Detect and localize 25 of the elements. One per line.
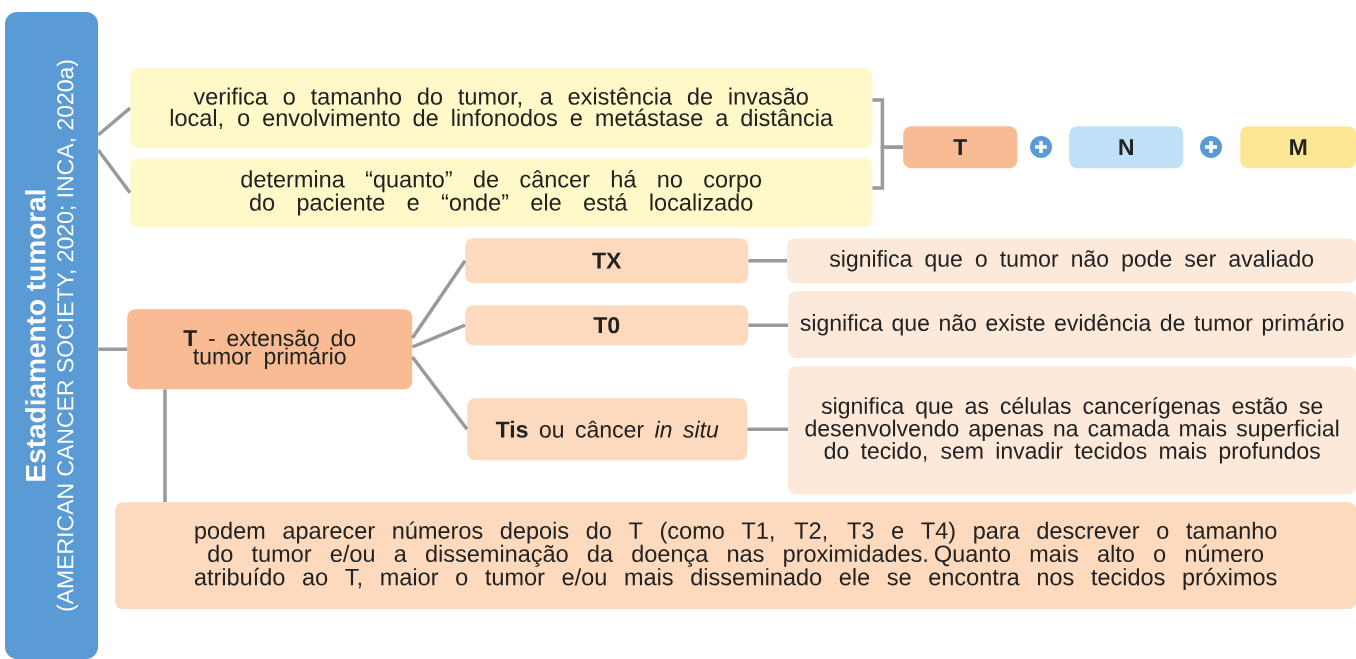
stage-box: T0 <box>465 305 749 346</box>
letter-box: N <box>1069 126 1184 169</box>
connector <box>97 106 132 137</box>
connector <box>163 389 167 502</box>
title-bar: Estadiamento tumoral (AMERICAN CANCER SOCIETY, 2020; INCA, 2020a) <box>5 12 98 659</box>
description-box: significa que não existe evidência de tumor primário <box>788 291 1356 359</box>
description-box: significa que as células cancerígenas estão se desenvolvendo apenas na camada mais superficial do tecido, sem invadir tecidos mais profundos <box>788 366 1356 495</box>
connector <box>872 145 903 190</box>
stage-box: TX <box>465 238 749 284</box>
connector <box>748 323 788 327</box>
text-box: verifica o tamanho do tumor, a existência de invasão local, o envolvimento de linfonodos e metástase a distância <box>130 68 873 149</box>
note-box: podem aparecer números depois do T (como T1, T2, T3 e T4) para descrever o tamanho do tumor e/ou a disseminação da doença nas proximidades. Quanto mais alto o número atribuído ao T, maior o tumor e/ou mais disseminado ele se encontra nos tecidos próximos <box>115 502 1356 610</box>
connector <box>411 323 466 349</box>
category-box: T - extensão do tumor primário <box>127 309 413 390</box>
connector <box>96 148 132 194</box>
connector <box>98 347 127 351</box>
stage-box: Tis ou câncer in situ <box>467 398 748 461</box>
connector <box>747 427 788 431</box>
description-box: significa que o tumor não pode ser avaliado <box>787 238 1356 284</box>
connector <box>748 258 787 263</box>
text-box: determina “quanto” de câncer há no corpo do paciente e “onde” ele está localizado <box>130 158 873 228</box>
connector <box>411 355 469 431</box>
letter-box: T <box>903 126 1018 169</box>
connector <box>410 259 467 339</box>
letter-box: M <box>1240 126 1356 169</box>
